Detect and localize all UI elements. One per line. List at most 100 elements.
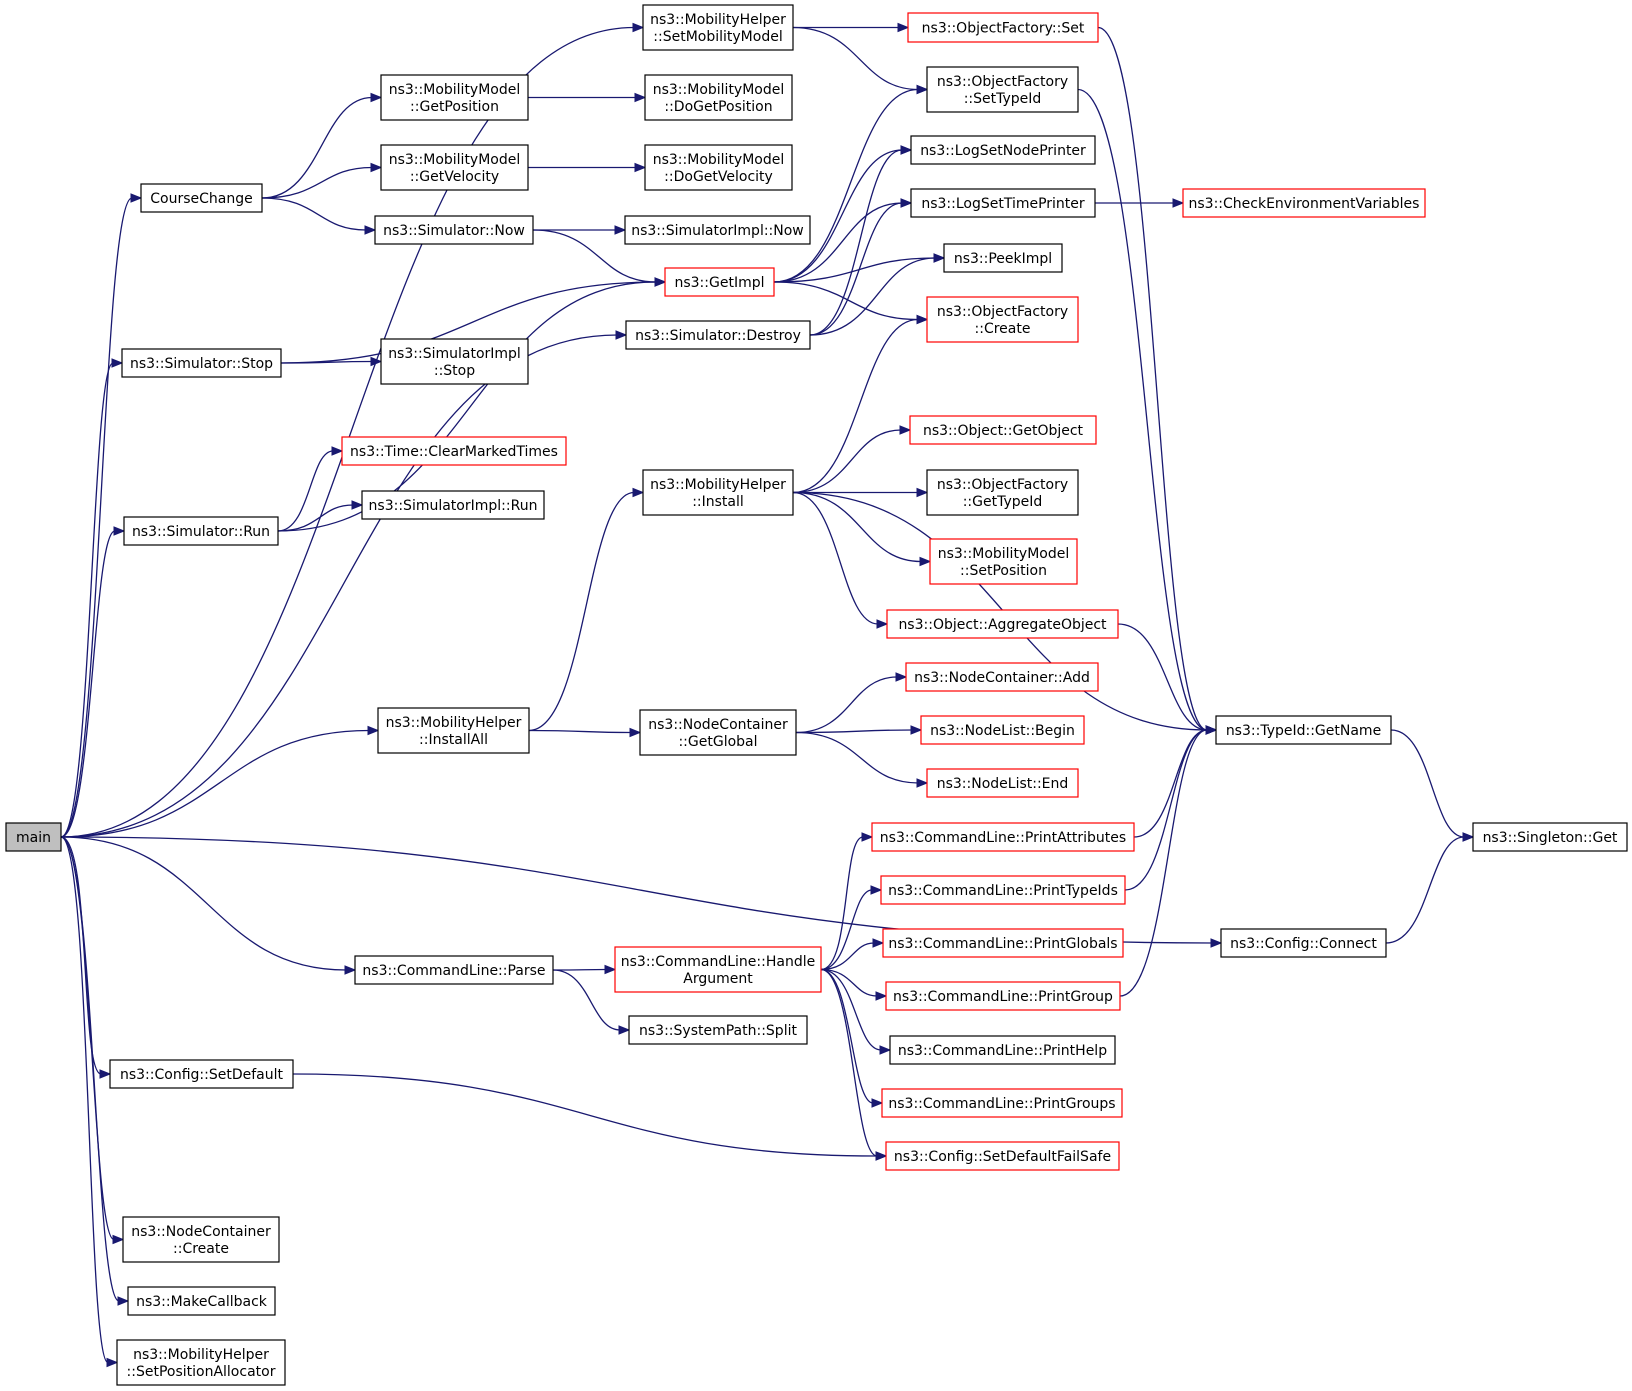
node-box-MobilityHelperInstall[interactable] [642, 469, 794, 516]
node-box-SimulatorNow[interactable] [374, 215, 534, 245]
node-SimulatorStop[interactable]: ns3::Simulator::Stop [121, 348, 282, 378]
node-ObjectFactoryCreate[interactable]: ns3::ObjectFactory::Create [926, 296, 1079, 343]
node-box-PrintGroup[interactable] [885, 981, 1121, 1011]
node-ObjectFactoryGetTypeId[interactable]: ns3::ObjectFactory::GetTypeId [926, 469, 1079, 516]
node-box-SimulatorStop[interactable] [121, 348, 282, 378]
node-box-MMSetPosition[interactable] [929, 538, 1078, 585]
node-NodeContainerGetGlobal[interactable]: ns3::NodeContainer::GetGlobal [639, 709, 797, 756]
node-box-SimulatorRun[interactable] [123, 516, 279, 546]
node-MakeCallback[interactable]: ns3::MakeCallback [127, 1286, 276, 1316]
node-ConfigSetDefaultFailSafe[interactable]: ns3::Config::SetDefaultFailSafe [885, 1141, 1120, 1171]
node-SimulatorRun[interactable]: ns3::Simulator::Run [123, 516, 279, 546]
node-MobilityHelperInstall[interactable]: ns3::MobilityHelper::Install [642, 469, 794, 516]
node-box-ObjectFactoryCreate[interactable] [926, 296, 1079, 343]
node-box-PrintGlobals[interactable] [882, 928, 1124, 958]
node-box-NodeListBegin[interactable] [920, 715, 1085, 745]
node-box-LogSetNodePrinter[interactable] [910, 135, 1096, 165]
node-box-ObjectFactoryGetTypeId[interactable] [926, 469, 1079, 516]
node-MMGetVelocity[interactable]: ns3::MobilityModel::GetVelocity [380, 144, 529, 191]
node-TimeClearMarkedTimes[interactable]: ns3::Time::ClearMarkedTimes [341, 436, 567, 466]
node-box-NodeContainerAdd[interactable] [905, 662, 1099, 692]
node-LogSetTimePrinter[interactable]: ns3::LogSetTimePrinter [910, 188, 1096, 218]
node-ConfigConnect[interactable]: ns3::Config::Connect [1220, 928, 1387, 958]
node-TypeIdGetName[interactable]: ns3::TypeId::GetName [1215, 715, 1392, 745]
node-ObjectFactorySetTypeId[interactable]: ns3::ObjectFactory::SetTypeId [926, 66, 1079, 113]
node-MobilityHelperInstallAll[interactable]: ns3::MobilityHelper::InstallAll [377, 707, 530, 754]
node-box-ObjectFactorySetTypeId[interactable] [926, 66, 1079, 113]
node-box-ConfigSetDefaultFailSafe[interactable] [885, 1141, 1120, 1171]
node-box-CourseChange[interactable] [140, 183, 263, 213]
node-box-PeekImpl[interactable] [943, 243, 1063, 273]
node-SingletonGet[interactable]: ns3::Singleton::Get [1472, 822, 1628, 852]
node-box-SetMobilityModel[interactable] [642, 4, 794, 51]
node-NodeContainerCreate[interactable]: ns3::NodeContainer::Create [122, 1216, 280, 1263]
node-ConfigSetDefault[interactable]: ns3::Config::SetDefault [109, 1059, 294, 1089]
node-PrintTypeIds[interactable]: ns3::CommandLine::PrintTypeIds [880, 875, 1126, 905]
node-box-NodeContainerCreate[interactable] [122, 1216, 280, 1263]
node-SimulatorImplStop[interactable]: ns3::SimulatorImpl::Stop [380, 338, 529, 385]
node-SetMobilityModel[interactable]: ns3::MobilityHelper::SetMobilityModel [642, 4, 794, 51]
node-SimulatorImplNow[interactable]: ns3::SimulatorImpl::Now [624, 215, 811, 245]
node-NodeContainerAdd[interactable]: ns3::NodeContainer::Add [905, 662, 1099, 692]
node-box-CheckEnvVars[interactable] [1182, 188, 1426, 218]
node-ObjectAggregateObject[interactable]: ns3::Object::AggregateObject [886, 609, 1119, 639]
node-box-LogSetTimePrinter[interactable] [910, 188, 1096, 218]
node-box-NodeContainerGetGlobal[interactable] [639, 709, 797, 756]
node-box-ConfigConnect[interactable] [1220, 928, 1387, 958]
node-CommandLineParse[interactable]: ns3::CommandLine::Parse [354, 955, 554, 985]
node-box-MMGetVelocity[interactable] [380, 144, 529, 191]
node-box-SimulatorImplStop[interactable] [380, 338, 529, 385]
node-box-main[interactable] [5, 822, 62, 852]
node-box-CommandLineParse[interactable] [354, 955, 554, 985]
node-box-SetPositionAllocator[interactable] [116, 1339, 286, 1386]
node-box-SystemPathSplit[interactable] [628, 1015, 808, 1045]
node-box-GetImpl[interactable] [664, 267, 775, 297]
node-PrintAttributes[interactable]: ns3::CommandLine::PrintAttributes [871, 822, 1135, 852]
node-main[interactable]: main [5, 822, 62, 852]
node-NodeListBegin[interactable]: ns3::NodeList::Begin [920, 715, 1085, 745]
node-box-NodeListEnd[interactable] [926, 768, 1079, 798]
node-SystemPathSplit[interactable]: ns3::SystemPath::Split [628, 1015, 808, 1045]
node-box-SimulatorImplNow[interactable] [624, 215, 811, 245]
node-SimulatorDestroy[interactable]: ns3::Simulator::Destroy [625, 320, 811, 350]
node-box-SimulatorDestroy[interactable] [625, 320, 811, 350]
node-box-MMDoGetPosition[interactable] [644, 74, 793, 121]
node-PrintGroups[interactable]: ns3::CommandLine::PrintGroups [881, 1088, 1123, 1118]
node-box-MMGetPosition[interactable] [380, 74, 529, 121]
node-PrintHelp[interactable]: ns3::CommandLine::PrintHelp [889, 1035, 1116, 1065]
node-box-PrintAttributes[interactable] [871, 822, 1135, 852]
node-PeekImpl[interactable]: ns3::PeekImpl [943, 243, 1063, 273]
node-SimulatorNow[interactable]: ns3::Simulator::Now [374, 215, 534, 245]
node-MMSetPosition[interactable]: ns3::MobilityModel::SetPosition [929, 538, 1078, 585]
node-box-ConfigSetDefault[interactable] [109, 1059, 294, 1089]
node-MMGetPosition[interactable]: ns3::MobilityModel::GetPosition [380, 74, 529, 121]
node-MMDoGetVelocity[interactable]: ns3::MobilityModel::DoGetVelocity [644, 144, 793, 191]
node-CourseChange[interactable]: CourseChange [140, 183, 263, 213]
node-box-SingletonGet[interactable] [1472, 822, 1628, 852]
node-box-PrintGroups[interactable] [881, 1088, 1123, 1118]
node-LogSetNodePrinter[interactable]: ns3::LogSetNodePrinter [910, 135, 1096, 165]
node-box-PrintHelp[interactable] [889, 1035, 1116, 1065]
node-MMDoGetPosition[interactable]: ns3::MobilityModel::DoGetPosition [644, 74, 793, 121]
node-PrintGlobals[interactable]: ns3::CommandLine::PrintGlobals [882, 928, 1124, 958]
node-box-ObjectFactorySet[interactable] [907, 12, 1099, 43]
node-box-MakeCallback[interactable] [127, 1286, 276, 1316]
node-box-SimulatorImplRun[interactable] [361, 490, 545, 520]
node-box-PrintTypeIds[interactable] [880, 875, 1126, 905]
node-box-HandleArgument[interactable] [614, 946, 822, 993]
node-ObjectGetObject[interactable]: ns3::Object::GetObject [909, 415, 1097, 445]
node-box-TimeClearMarkedTimes[interactable] [341, 436, 567, 466]
node-ObjectFactorySet[interactable]: ns3::ObjectFactory::Set [907, 12, 1099, 43]
node-box-ObjectGetObject[interactable] [909, 415, 1097, 445]
node-box-TypeIdGetName[interactable] [1215, 715, 1392, 745]
node-SetPositionAllocator[interactable]: ns3::MobilityHelper::SetPositionAllocato… [116, 1339, 286, 1386]
node-SimulatorImplRun[interactable]: ns3::SimulatorImpl::Run [361, 490, 545, 520]
node-box-MobilityHelperInstallAll[interactable] [377, 707, 530, 754]
node-GetImpl[interactable]: ns3::GetImpl [664, 267, 775, 297]
node-PrintGroup[interactable]: ns3::CommandLine::PrintGroup [885, 981, 1121, 1011]
node-box-MMDoGetVelocity[interactable] [644, 144, 793, 191]
node-CheckEnvVars[interactable]: ns3::CheckEnvironmentVariables [1182, 188, 1426, 218]
node-box-ObjectAggregateObject[interactable] [886, 609, 1119, 639]
node-NodeListEnd[interactable]: ns3::NodeList::End [926, 768, 1079, 798]
